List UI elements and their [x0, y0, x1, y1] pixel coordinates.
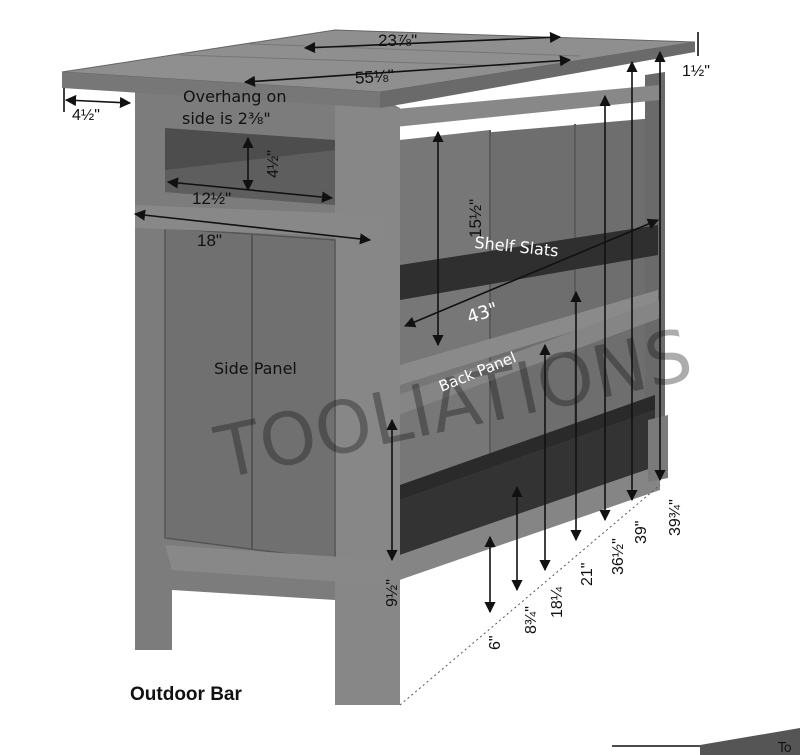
dim-39-75: 39¾" — [667, 499, 684, 536]
overhang-line2: side is 2⅜" — [182, 109, 271, 128]
dim-top-depth-line — [303, 31, 562, 54]
dim-top-length: 55⅛" — [354, 66, 394, 88]
diagram-title: Outdoor Bar — [130, 684, 242, 705]
dim-36-5: 36½" — [610, 538, 627, 575]
right-front-leg — [648, 415, 668, 482]
dim-upper-shelf-gap: 15½" — [466, 199, 485, 238]
dim-side-width: 18" — [197, 231, 222, 250]
dim-opening-height: 4½" — [265, 150, 282, 178]
corner-text: To — [777, 741, 792, 755]
dim-front-overhang: 4½" — [72, 107, 100, 124]
dim-18-25: 18¼ — [549, 586, 566, 618]
dim-39: 39" — [633, 521, 650, 544]
upper-rail — [385, 85, 660, 128]
dim-8-75: 8¾" — [523, 606, 540, 634]
dim-lower-shelf-height: 9½" — [384, 579, 401, 607]
dim-side-width-line — [133, 209, 372, 245]
lower-shelf-floor — [400, 410, 655, 560]
dim-opening-width-line — [166, 177, 334, 203]
dim-21: 21" — [579, 563, 596, 586]
overhang-line1: Overhang on — [183, 87, 286, 106]
dim-top-length-line — [243, 55, 572, 87]
lower-shelf — [400, 395, 655, 500]
floor-guide — [399, 484, 661, 706]
front-leg-face — [335, 100, 400, 705]
dim-6: 6" — [487, 635, 504, 650]
corner-fragment — [700, 728, 800, 755]
dim-top-thickness: 1½" — [682, 63, 710, 80]
dim-opening-width: 12½" — [192, 189, 231, 208]
middle-rail — [385, 300, 660, 420]
label-side-panel: Side Panel — [214, 359, 297, 378]
bar-top-edge — [62, 72, 380, 108]
dim-shelf-length-line — [403, 218, 660, 328]
side-bottom-rail — [165, 545, 385, 585]
dim-overhang-line — [64, 94, 132, 109]
dim-top-depth: 23⅞" — [378, 31, 417, 50]
